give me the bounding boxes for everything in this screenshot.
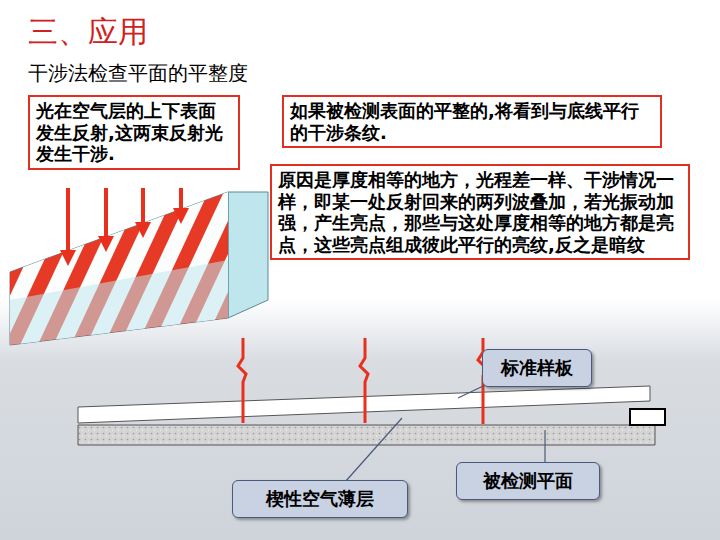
reflected-rays — [238, 338, 486, 424]
callout-label: 标准样板 — [482, 349, 592, 387]
note-box: 原因是厚度相等的地方，光程差一样、干涉情况一样，即某一处反射回来的两列波叠加，若… — [270, 164, 690, 260]
node-text: 光在空气层的上下表面发生反射,这两束反射光发生干涉. — [36, 100, 232, 165]
note-box: 光在空气层的上下表面发生反射,这两束反射光发生干涉. — [28, 95, 240, 170]
node-text: 原因是厚度相等的地方，光程差一样、干涉情况一样，即某一处反射回来的两列波叠加，若… — [278, 169, 682, 255]
tested-plane — [78, 425, 655, 445]
interference-stripes — [10, 185, 230, 350]
subtitle: 干涉法检查平面的平整度 — [28, 60, 248, 87]
node-text: 标准样板 — [493, 356, 581, 380]
spacer — [630, 409, 665, 425]
note-box: 如果被检测表面的平整的,将看到与底线平行的干涉条纹. — [282, 95, 662, 148]
slide-title: 三、应用 — [28, 12, 148, 53]
callout-label: 楔性空气薄层 — [232, 480, 408, 518]
slab-side — [228, 192, 268, 318]
node-text: 如果被检测表面的平整的,将看到与底线平行的干涉条纹. — [290, 100, 654, 143]
callout-label: 被检测平面 — [456, 462, 600, 500]
light-rays — [60, 188, 189, 266]
node-text: 被检测平面 — [467, 469, 589, 493]
node-text: 楔性空气薄层 — [243, 487, 397, 511]
